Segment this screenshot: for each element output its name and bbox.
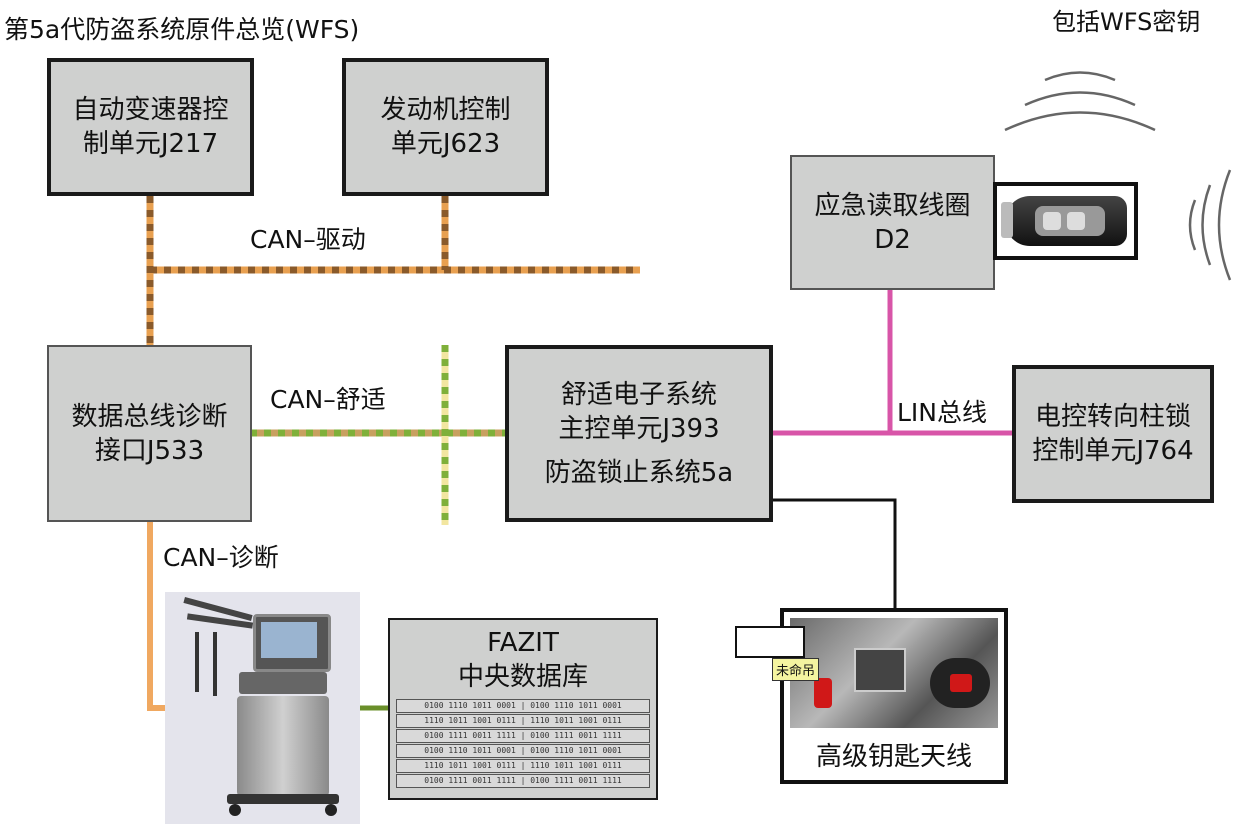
car-key-icon <box>993 182 1138 260</box>
antenna-box: 未命吊 高级钥匙天线 <box>772 608 1008 784</box>
binary-row: 0100 1111 0011 1111 | 0100 1111 0011 111… <box>396 729 650 743</box>
can-diag-label: CAN–诊断 <box>163 543 279 572</box>
unit-j393-line1: 舒适电子系统 <box>560 379 717 410</box>
can-drive-bus <box>146 196 640 346</box>
unit-j533: 数据总线诊断 接口J533 <box>47 345 252 522</box>
unit-d2-line2: D2 <box>874 224 911 255</box>
fazit-database: FAZIT 中央数据库 0100 1110 1011 0001 | 0100 1… <box>388 618 658 800</box>
unit-j623-line2: 单元J623 <box>390 129 501 159</box>
can-comfort-label: CAN–舒适 <box>270 385 386 414</box>
unit-j533-line1: 数据总线诊断 <box>71 401 228 432</box>
unit-j623-line1: 发动机控制 <box>380 95 511 125</box>
unit-j217-line1: 自动变速器控 <box>72 95 229 125</box>
unit-j393: 舒适电子系统 主控单元J393 防盗锁止系统5a <box>505 345 773 522</box>
diagnostic-tester-icon <box>165 592 360 824</box>
fazit-binary-table: 0100 1110 1011 0001 | 0100 1110 1011 000… <box>396 698 650 789</box>
unit-j623: 发动机控制 单元J623 <box>342 58 549 196</box>
unit-j217: 自动变速器控 制单元J217 <box>47 58 254 196</box>
antenna-tag: 未命吊 <box>772 658 820 681</box>
wireless-waves-icon <box>1004 71 1232 281</box>
fazit-line1: FAZIT <box>487 628 559 658</box>
unit-d2: 应急读取线圈 D2 <box>790 155 995 290</box>
can-drive-label: CAN–驱动 <box>250 225 366 254</box>
antenna-photo <box>790 618 998 728</box>
diagram-subtitle: 包括WFS密钥 <box>1052 8 1201 36</box>
unit-j764: 电控转向柱锁 控制单元J764 <box>1012 365 1214 503</box>
diagram-title: 第5a代防盗系统原件总览(WFS) <box>4 15 360 44</box>
binary-row: 1110 1011 1001 0111 | 1110 1011 1001 011… <box>396 759 650 773</box>
lin-bus-label: LIN总线 <box>897 398 988 427</box>
binary-row: 1110 1011 1001 0111 | 1110 1011 1001 011… <box>396 714 650 728</box>
fazit-line2: 中央数据库 <box>457 662 588 692</box>
unit-d2-line1: 应急读取线圈 <box>814 190 971 221</box>
unit-j764-line1: 电控转向柱锁 <box>1034 402 1191 432</box>
binary-row: 0100 1110 1011 0001 | 0100 1110 1011 000… <box>396 744 650 758</box>
antenna-corner-marker <box>735 626 805 658</box>
unit-j764-line2: 控制单元J764 <box>1032 436 1194 466</box>
antenna-wire <box>772 498 897 608</box>
binary-row: 0100 1110 1011 0001 | 0100 1110 1011 000… <box>396 699 650 713</box>
antenna-label: 高级钥匙天线 <box>815 742 972 772</box>
lin-bus <box>772 290 1012 436</box>
unit-j533-line2: 接口J533 <box>94 435 205 466</box>
binary-row: 0100 1111 0011 1111 | 0100 1111 0011 111… <box>396 774 650 788</box>
unit-j217-line2: 制单元J217 <box>82 129 219 159</box>
unit-j393-line3: 防盗锁止系统5a <box>544 457 734 488</box>
can-comfort-bus <box>250 345 505 525</box>
unit-j393-line2: 主控单元J393 <box>558 413 720 444</box>
